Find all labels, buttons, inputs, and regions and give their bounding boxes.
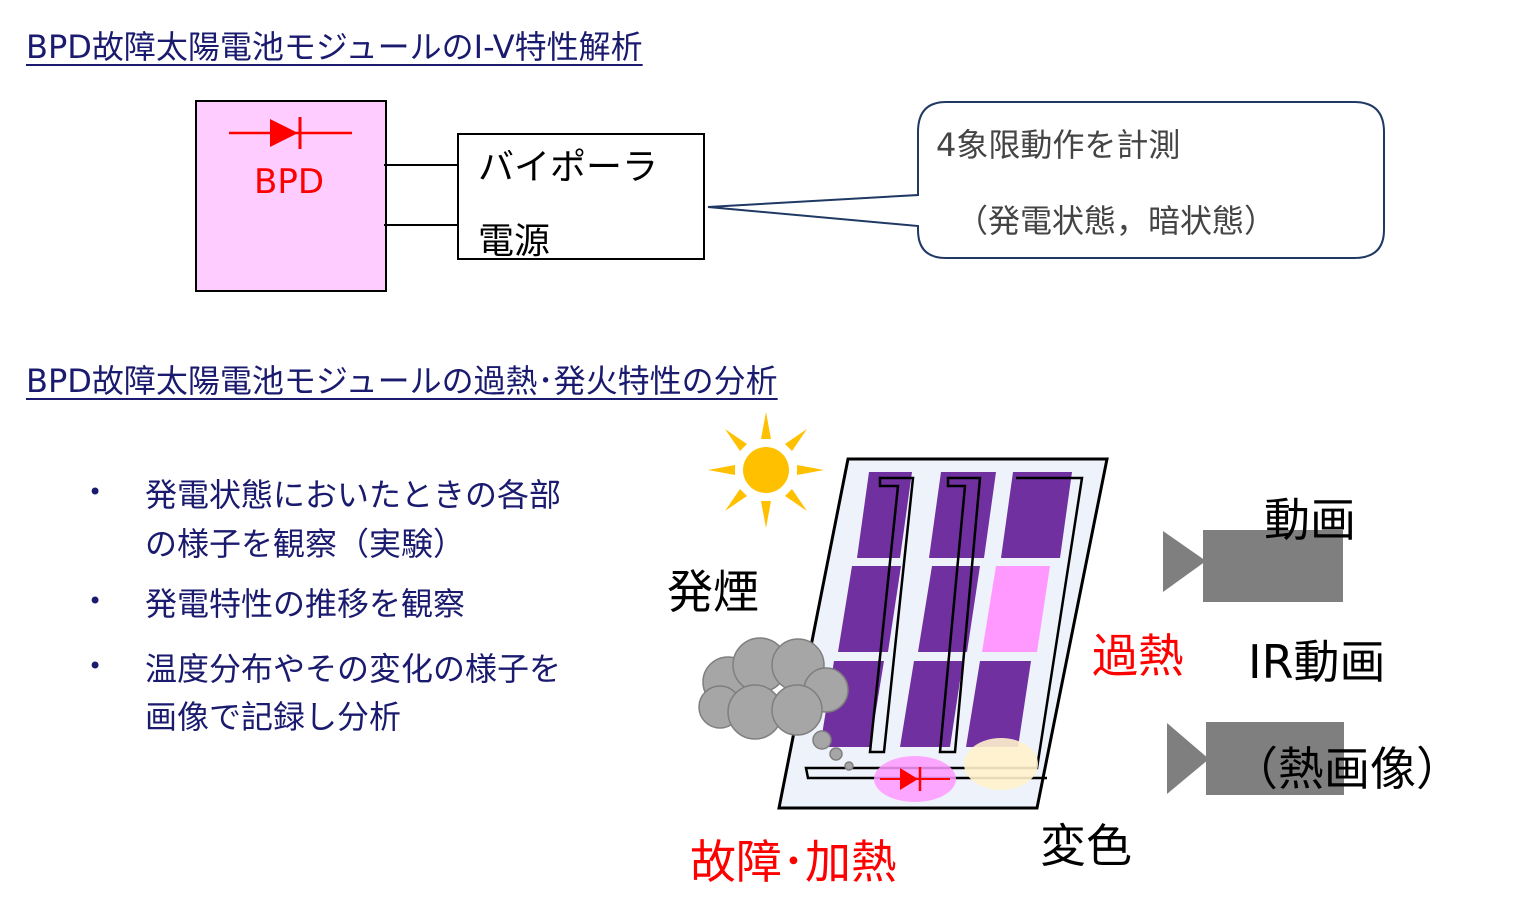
ir-camera-icon <box>1167 722 1344 795</box>
bullet-dot: • <box>88 587 103 615</box>
power-supply-label-line1: バイポーラ <box>478 147 659 188</box>
bullet-1-line2: の様子を観察（実験） <box>145 525 466 563</box>
solar-cell <box>838 566 901 652</box>
fault-heating-label: 故障･加熱 <box>690 835 897 889</box>
smoke-label: 発煙 <box>667 565 759 619</box>
video-camera-icon <box>1163 530 1343 602</box>
bullet-3-line2: 画像で記録し分析 <box>145 698 402 736</box>
fire-analysis-heading: BPD故障太陽電池モジュールの過熱･発火特性の分析 <box>26 362 778 400</box>
power-supply-label-line2: 電源 <box>478 221 551 262</box>
ir-video-label: IR動画 <box>1248 635 1386 689</box>
callout-bubble <box>707 101 1385 259</box>
callout-line2: （発電状態，暗状態） <box>956 202 1277 240</box>
iv-analysis-heading: BPD故障太陽電池モジュールのI-V特性解析 <box>26 28 643 66</box>
bullet-dot: • <box>88 478 103 506</box>
discoloration-label: 変色 <box>1040 819 1132 873</box>
bpd-diode-icon <box>229 117 352 149</box>
overheat-label: 過熱 <box>1092 629 1184 683</box>
discoloration-spot <box>964 738 1038 790</box>
callout-line1: 4象限動作を計測 <box>936 126 1181 164</box>
solar-cell <box>918 566 980 652</box>
bipolar-power-supply-box <box>457 133 705 260</box>
faulty-diode-icon <box>880 767 950 791</box>
sun-icon <box>708 412 824 528</box>
bpd-label: BPD <box>254 162 325 202</box>
bullet-1-line1: 発電状態においたときの各部 <box>145 476 562 514</box>
video-label: 動画 <box>1264 493 1356 547</box>
solar-cell <box>966 661 1031 747</box>
bullet-dot: • <box>88 652 103 680</box>
bullet-2-line1: 発電特性の推移を観察 <box>145 585 466 623</box>
solar-panel <box>777 457 1109 810</box>
bullet-3-line1: 温度分布やその変化の様子を <box>145 650 562 688</box>
hot-cell <box>982 566 1050 652</box>
solar-cell <box>1001 472 1072 558</box>
smoke-cloud-icon <box>698 637 854 771</box>
thermal-image-label: （熱画像） <box>1232 742 1462 796</box>
